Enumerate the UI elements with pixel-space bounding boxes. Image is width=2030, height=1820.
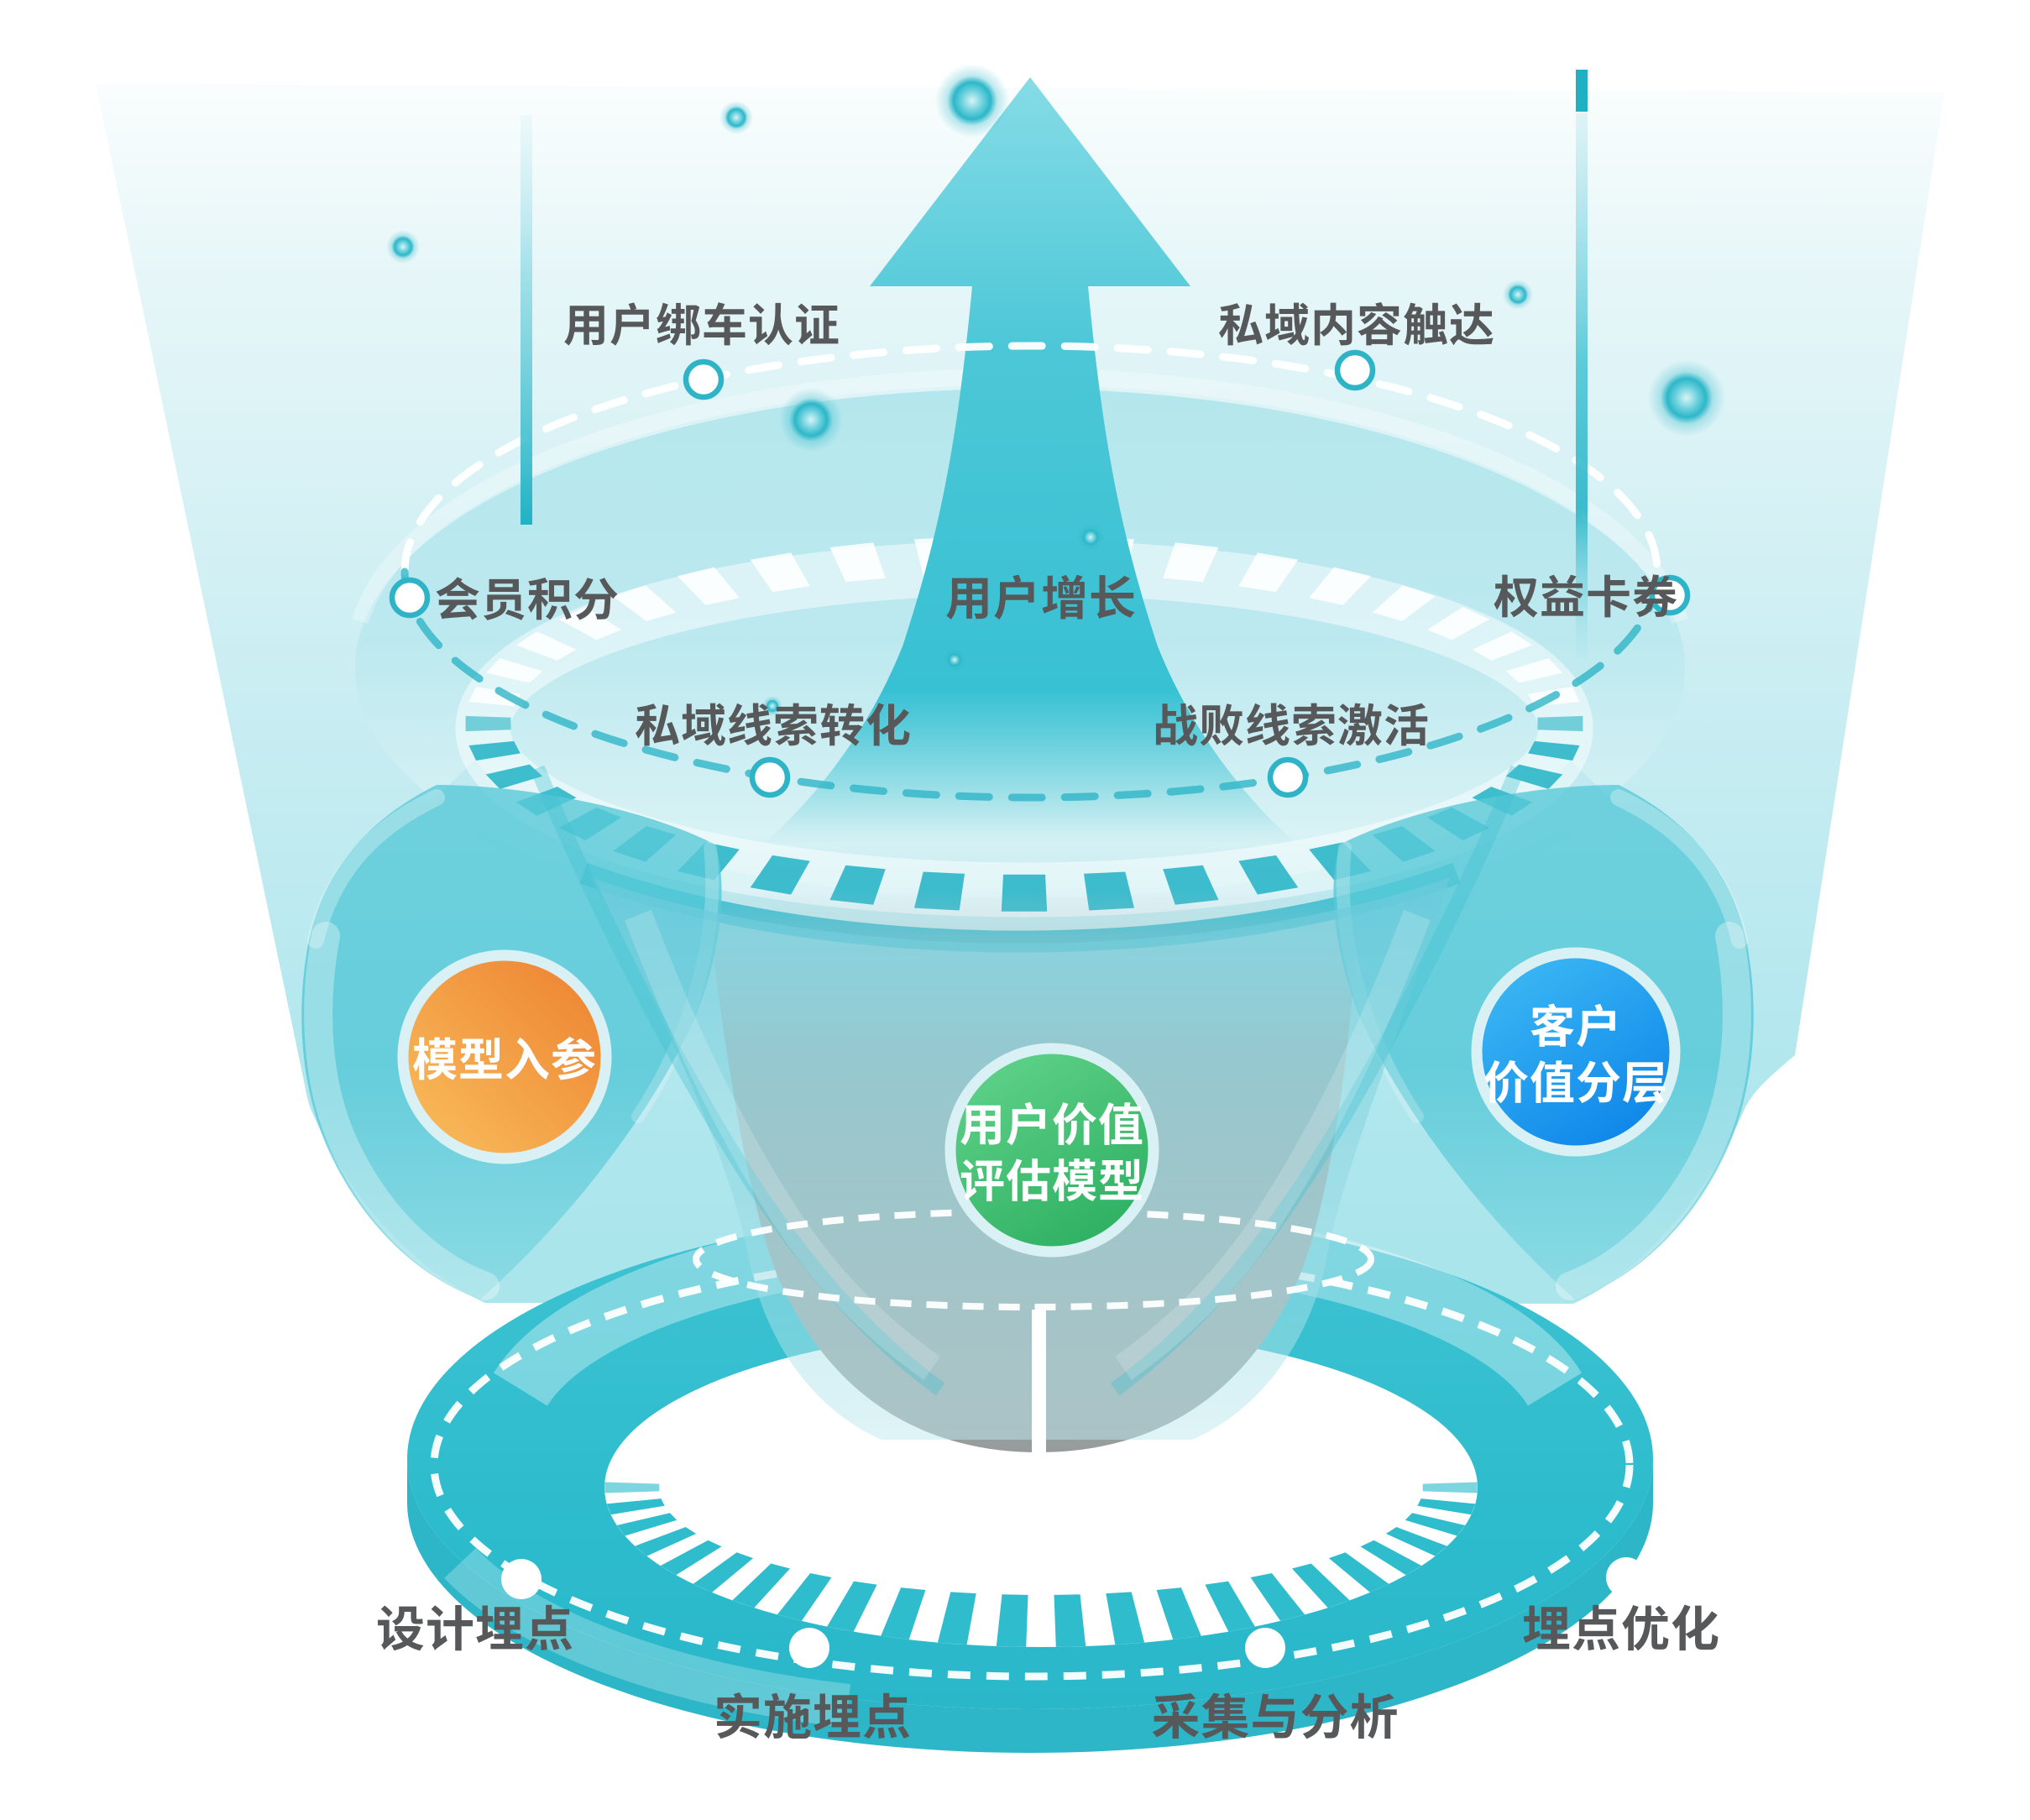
bubble-dot [719, 101, 753, 134]
base-ring-ticks [604, 1328, 1478, 1647]
bubbles [386, 64, 1725, 716]
label-node-user-value-model: 用户价值 评估模型 [960, 1088, 1144, 1211]
tracking-step-dot [789, 1628, 829, 1668]
tracking-step-dot [1606, 1557, 1646, 1598]
label-user-growth: 用户增长 [945, 561, 1137, 630]
label-step-collect-analyze: 采集与分析 [1151, 1678, 1400, 1749]
bubble-dot [935, 64, 1009, 138]
orbit-dashes-front [400, 567, 1661, 802]
tracking-step-markers [501, 1557, 1646, 1668]
light-pillar-right [1576, 113, 1588, 663]
growth-arrow [764, 77, 1296, 855]
bubble-dot [1503, 280, 1533, 310]
model-node-circles [397, 947, 1681, 1258]
label-node-model-input: 模型入参 [412, 1022, 597, 1090]
label-private-lead-conversion: 私域线索转化 [635, 688, 912, 756]
user-value-model-circle [944, 1043, 1159, 1258]
label-user-car-binding: 用户绑车认证 [563, 288, 840, 355]
bubble-dot [386, 230, 420, 264]
label-node-customer-value-tiers: 客户 价值分层 [1483, 990, 1668, 1112]
waist-dashed-ellipse [693, 1208, 1374, 1310]
label-private-content-reach: 私域内容触达 [1218, 288, 1495, 355]
bubble-dot [1077, 524, 1104, 551]
light-pillar-right-cap [1576, 70, 1588, 112]
bubble-dot [779, 388, 843, 452]
label-step-tracking-optimize: 埋点优化 [1521, 1590, 1721, 1661]
touchpoint-markers [389, 349, 1691, 798]
light-pillars [521, 70, 1588, 663]
label-member-points: 会员积分 [435, 562, 620, 630]
touchpoint-dot [1334, 349, 1376, 391]
label-step-design-tracking: 设计埋点 [375, 1590, 575, 1661]
bubble-dot [762, 696, 782, 716]
touchpoint-dot [1649, 574, 1691, 616]
tracking-step-dot [1245, 1628, 1285, 1668]
label-step-implement-tracking: 实施埋点 [713, 1678, 913, 1749]
tracking-step-dot [501, 1559, 542, 1599]
bubble-dot [1648, 359, 1725, 437]
model-input-circle [397, 949, 612, 1164]
touchpoint-dot [389, 577, 431, 619]
customer-value-tiers-circle [1471, 947, 1681, 1157]
base-ring-side-wall [407, 1459, 1653, 1753]
funnel-stem-line [1032, 1310, 1046, 1465]
label-lost-lead-activation: 战败线索激活 [1153, 688, 1430, 756]
growth-arrow-shape [764, 77, 1296, 855]
base-ring-highlight-outer [444, 1547, 851, 1728]
bubble-dot [944, 649, 965, 671]
label-benefit-coupons: 权益卡券 [1494, 560, 1678, 627]
light-pillar-left [521, 115, 532, 525]
base-ring-hole [604, 1328, 1478, 1647]
touchpoint-dot [749, 756, 791, 798]
touchpoint-dot [683, 358, 725, 400]
touchpoint-dot [1267, 756, 1309, 798]
